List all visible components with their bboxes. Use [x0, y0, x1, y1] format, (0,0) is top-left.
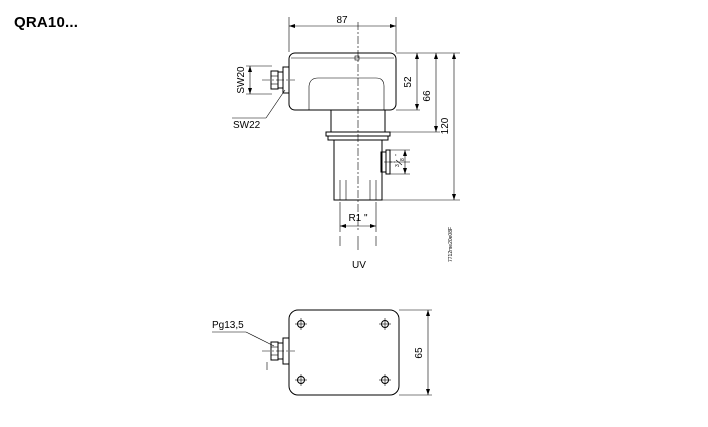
sw22-label: SW22 [233, 120, 261, 131]
uv-label: UV [352, 260, 366, 271]
callout-pg: Pg13,5 [212, 320, 275, 347]
r1-label: R1 " [348, 213, 368, 224]
mounting-hole-bl [295, 374, 307, 386]
dimension-pipe-thread: 3 8 " [387, 149, 410, 175]
top-view [262, 309, 400, 396]
dimension-thread: R1 " [339, 202, 377, 232]
dimension-heights: 52 66 120 [382, 52, 460, 201]
dimension-65: 65 [399, 309, 432, 396]
dim-52-label: 52 [403, 76, 414, 88]
pg-label: Pg13,5 [212, 320, 244, 331]
thread-unit: " [395, 154, 401, 156]
dim-width-label: 87 [336, 15, 348, 26]
housing [288, 52, 397, 111]
dim-120-label: 120 [440, 117, 451, 134]
sw20-label: SW20 [236, 66, 247, 94]
dim-65-label: 65 [414, 347, 425, 359]
mounting-hole-tr [379, 318, 391, 330]
callout-sw22: SW22 [232, 89, 286, 131]
uv-marker: UV [339, 236, 377, 271]
front-view [262, 22, 410, 232]
mounting-hole-tl [295, 318, 307, 330]
thread-den: 8 [400, 158, 406, 161]
dim-66-label: 66 [422, 90, 433, 102]
dimension-sw20: SW20 [236, 65, 272, 95]
drawing-id: 7712me20e08F [448, 227, 454, 262]
dimension-width: 87 [288, 15, 397, 52]
thread-num: 3 [395, 164, 401, 167]
mounting-hole-br [379, 374, 391, 386]
drawing-title: QRA10... [14, 14, 79, 31]
